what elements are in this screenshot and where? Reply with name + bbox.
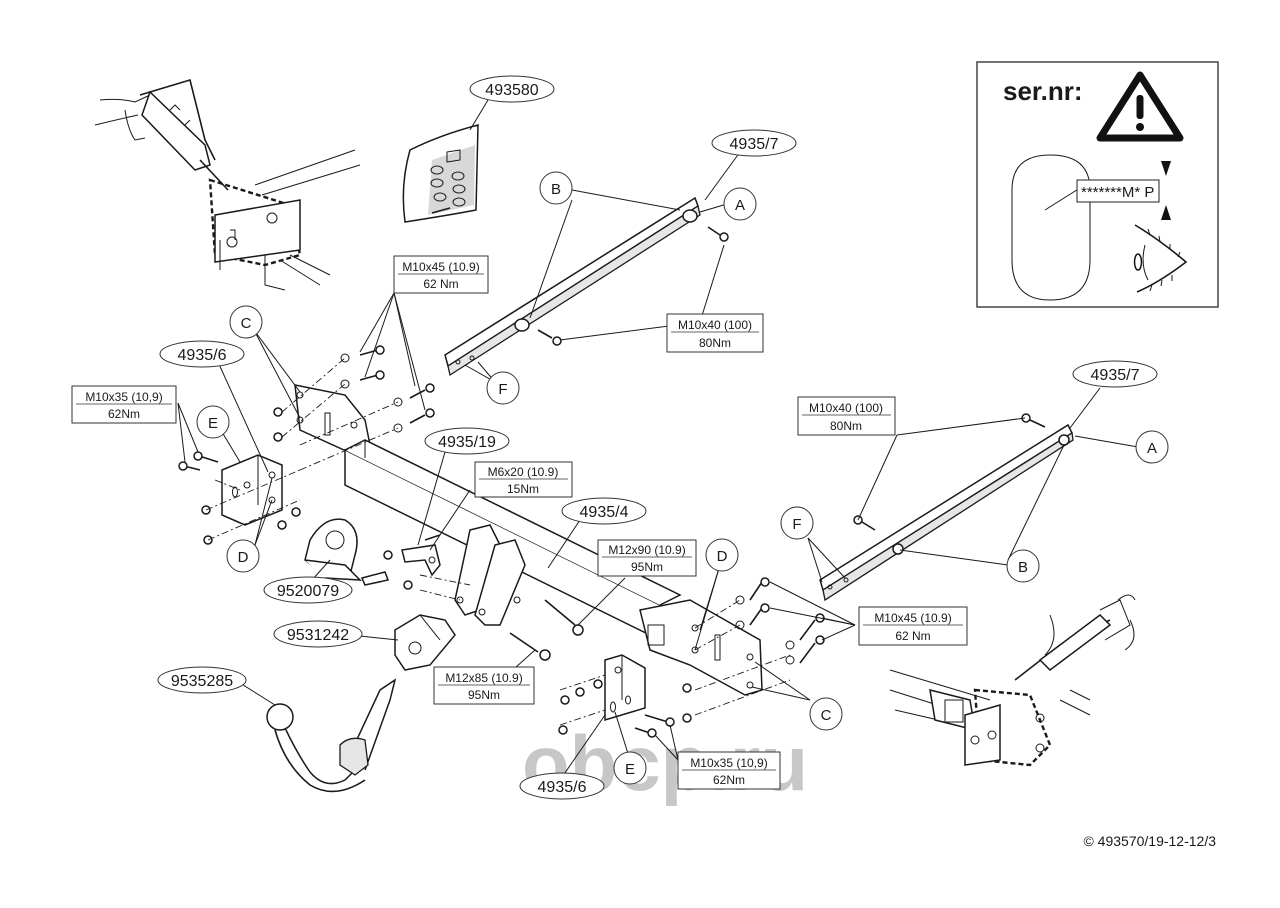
bolt-spec-m10x40-top: M10x40 (100) 80Nm <box>666 313 764 353</box>
svg-text:B: B <box>551 181 561 198</box>
eye-icon <box>1133 224 1188 293</box>
svg-text:62 Nm: 62 Nm <box>895 629 930 643</box>
svg-text:M10x35 (10,9): M10x35 (10,9) <box>85 390 162 404</box>
svg-text:4935/6: 4935/6 <box>178 347 227 364</box>
svg-text:A: A <box>735 197 745 214</box>
svg-text:B: B <box>1018 559 1028 576</box>
bolt-kit-bag <box>402 124 479 223</box>
svg-text:95Nm: 95Nm <box>468 688 500 702</box>
sealant-application-illustration-right <box>889 594 1136 767</box>
svg-text:4935/7: 4935/7 <box>730 136 779 153</box>
bolt-group-left <box>340 345 435 433</box>
svg-text:M10x40 (100): M10x40 (100) <box>809 401 883 415</box>
svg-text:F: F <box>792 516 801 533</box>
point-label-a-top: A <box>723 187 757 221</box>
svg-text:M6x20 (10.9): M6x20 (10.9) <box>488 465 559 479</box>
svg-text:C: C <box>821 707 832 724</box>
svg-text:E: E <box>208 415 218 432</box>
svg-text:D: D <box>717 548 728 565</box>
bolt-spec-m10x35-left: M10x35 (10,9) 62Nm <box>71 385 177 424</box>
svg-text:493580: 493580 <box>485 82 538 99</box>
point-label-c-left: C <box>229 305 263 339</box>
bolt-spec-m10x35-bottom: M10x35 (10,9) 62Nm <box>677 751 781 790</box>
point-label-d-left: D <box>226 539 260 573</box>
svg-text:A: A <box>1147 440 1157 457</box>
svg-text:9520079: 9520079 <box>277 583 339 600</box>
part-label-4935-6-left: 4935/6 <box>159 340 245 368</box>
svg-text:M10x45 (10.9): M10x45 (10.9) <box>874 611 951 625</box>
part-label-4935-6-bottom: 4935/6 <box>519 772 605 800</box>
cross-bar-top <box>444 196 729 377</box>
bolt-spec-m10x40-right: M10x40 (100) 80Nm <box>797 396 896 436</box>
side-bracket-left <box>178 407 301 545</box>
svg-text:95Nm: 95Nm <box>631 560 663 574</box>
copyright-text: © 493570/19-12-12/3 <box>1083 833 1216 849</box>
svg-text:M12x85 (10.9): M12x85 (10.9) <box>445 671 522 685</box>
svg-text:D: D <box>238 549 249 566</box>
socket-holder <box>394 614 456 671</box>
serial-number-panel: ser.nr: *******M* P <box>976 61 1219 308</box>
svg-text:4935/7: 4935/7 <box>1091 367 1140 384</box>
leader-lines <box>177 99 1139 781</box>
svg-text:M10x45 (10.9): M10x45 (10.9) <box>402 260 479 274</box>
point-label-b-right: B <box>1006 549 1040 583</box>
ball-neck <box>266 678 397 793</box>
part-label-4935-4: 4935/4 <box>561 497 647 525</box>
bolt-spec-m10x45-right: M10x45 (10.9) 62 Nm <box>858 606 968 646</box>
warning-triangle-icon <box>1096 71 1184 142</box>
bolt-spec-m12x85: M12x85 (10.9) 95Nm <box>433 666 535 705</box>
svg-text:80Nm: 80Nm <box>830 419 862 433</box>
point-label-f-right: F <box>780 506 814 540</box>
svg-text:M10x35 (10,9): M10x35 (10,9) <box>690 756 767 770</box>
part-label-4935-7-top: 4935/7 <box>711 129 797 157</box>
svg-text:E: E <box>625 761 635 778</box>
bolt-group-right <box>735 577 825 665</box>
svg-text:4935/19: 4935/19 <box>438 434 496 451</box>
part-label-4935-7-right: 4935/7 <box>1072 360 1158 388</box>
svg-text:4935/6: 4935/6 <box>538 779 587 796</box>
svg-text:M12x90 (10.9): M12x90 (10.9) <box>608 543 685 557</box>
bolt-spec-m12x90: M12x90 (10.9) 95Nm <box>597 539 697 577</box>
socket-plate <box>304 518 413 590</box>
serial-heading: ser.nr: <box>1003 76 1083 106</box>
svg-text:4935/4: 4935/4 <box>580 504 629 521</box>
main-beam <box>294 384 763 696</box>
svg-text:9531242: 9531242 <box>287 627 349 644</box>
svg-text:9535285: 9535285 <box>171 673 233 690</box>
point-label-f-top: F <box>486 371 520 405</box>
svg-text:62 Nm: 62 Nm <box>423 277 458 291</box>
part-label-9535285: 9535285 <box>157 666 247 694</box>
point-label-e-bottom: E <box>613 751 647 785</box>
part-label-9520079: 9520079 <box>263 576 353 604</box>
svg-text:62Nm: 62Nm <box>108 407 140 421</box>
part-label-493580: 493580 <box>469 75 555 103</box>
point-label-c-right: C <box>809 697 843 731</box>
svg-text:80Nm: 80Nm <box>699 336 731 350</box>
part-label-9531242: 9531242 <box>273 620 363 648</box>
svg-text:F: F <box>498 381 507 398</box>
serial-plate-text: *******M* P <box>1081 184 1154 201</box>
bolt-spec-m10x45-top: M10x45 (10.9) 62 Nm <box>393 255 489 294</box>
svg-text:15Nm: 15Nm <box>507 482 539 496</box>
point-label-a-right: A <box>1135 430 1169 464</box>
part-label-4935-19: 4935/19 <box>424 427 510 455</box>
point-label-e-left: E <box>196 405 230 439</box>
svg-text:62Nm: 62Nm <box>713 773 745 787</box>
svg-text:M10x40 (100): M10x40 (100) <box>678 318 752 332</box>
point-label-b-top: B <box>539 171 573 205</box>
point-label-d-right: D <box>705 538 739 572</box>
svg-text:C: C <box>241 315 252 332</box>
side-bracket-right <box>558 654 692 738</box>
assembly-lines <box>205 357 791 726</box>
cross-bar-right <box>819 413 1074 602</box>
bolt-spec-m6x20: M6x20 (10.9) 15Nm <box>474 461 573 498</box>
small-bracket <box>401 534 441 577</box>
sealant-application-illustration-left <box>94 78 361 291</box>
